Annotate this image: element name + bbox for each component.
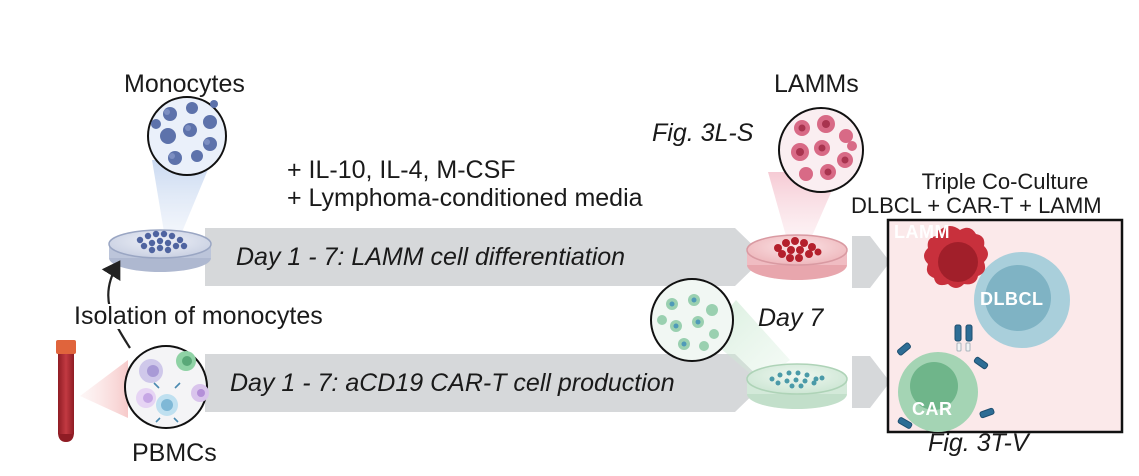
label-lamms: LAMMs bbox=[774, 70, 859, 98]
monocyte-zoom-beam bbox=[152, 160, 212, 232]
label-arrow-top: Day 1 - 7: LAMM cell differentiation bbox=[236, 243, 626, 271]
label-day7: Day 7 bbox=[758, 304, 824, 332]
cart-magnified bbox=[650, 278, 734, 362]
label-cytokines-2: + Lymphoma-conditioned media bbox=[287, 184, 643, 212]
lamms-magnified bbox=[778, 107, 864, 193]
label-triple-components: DLBCL + CAR-T + LAMM bbox=[851, 193, 1102, 218]
label-cytokines-1: + IL-10, IL-4, M-CSF bbox=[287, 156, 516, 184]
lamm-petri-dish bbox=[746, 234, 848, 280]
arrow-to-coculture-bottom bbox=[852, 356, 890, 408]
label-car-cell: CAR bbox=[912, 399, 953, 419]
label-lamm-cell: LAMM bbox=[894, 222, 950, 242]
label-triple-coculture: Triple Co-Culture bbox=[921, 169, 1089, 194]
label-dlbcl-cell: DLBCL bbox=[980, 289, 1044, 309]
monocyte-petri-dish bbox=[108, 229, 212, 272]
label-fig-3ls: Fig. 3L-S bbox=[652, 119, 754, 147]
monocytes-magnified bbox=[147, 96, 227, 176]
coculture-panel bbox=[886, 218, 1124, 434]
process-arrow-top bbox=[205, 228, 765, 286]
cart-petri-dish bbox=[746, 363, 848, 409]
blood-tube bbox=[56, 340, 76, 442]
arrow-to-coculture-top bbox=[852, 236, 890, 288]
label-fig-3tv: Fig. 3T-V bbox=[928, 429, 1029, 457]
label-monocytes: Monocytes bbox=[124, 70, 245, 98]
pbmcs-magnified bbox=[124, 345, 209, 429]
pbmc-zoom-beam bbox=[80, 360, 128, 418]
label-arrow-bottom: Day 1 - 7: aCD19 CAR-T cell production bbox=[230, 369, 675, 397]
label-pbmcs: PBMCs bbox=[132, 439, 217, 467]
process-arrow-bottom bbox=[205, 354, 765, 412]
label-isolation: Isolation of monocytes bbox=[72, 302, 325, 330]
